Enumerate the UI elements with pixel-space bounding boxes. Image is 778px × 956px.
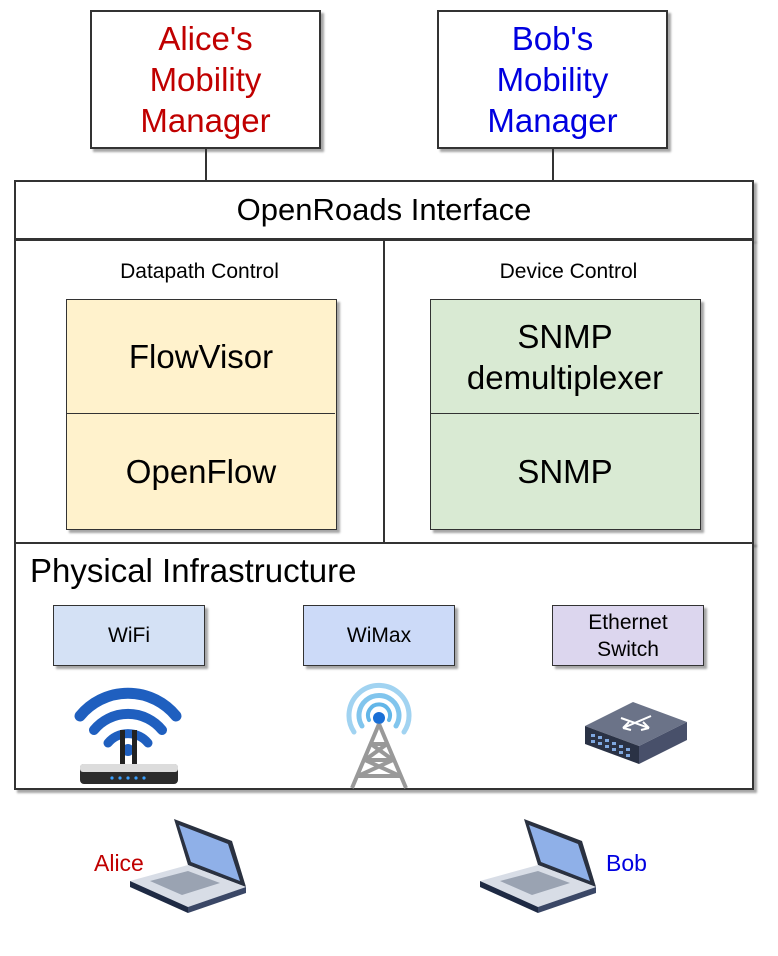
- bob-user-label: Bob: [606, 850, 647, 876]
- openroads-interface: OpenRoads Interface: [14, 180, 754, 240]
- wimax-label: WiMax: [346, 624, 412, 647]
- bob-mobility-manager: Bob's Mobility Manager: [437, 10, 668, 149]
- device-stack: SNMP demultiplexer SNMP: [430, 299, 701, 530]
- datapath-stack: FlowVisor OpenFlow: [66, 299, 337, 530]
- device-control-header: Device Control: [499, 260, 638, 283]
- wimax-box: WiMax: [303, 605, 455, 666]
- bob-manager-connector: [552, 149, 554, 181]
- snmp-demultiplexer-block: SNMP demultiplexer: [431, 300, 699, 414]
- flowvisor-label: FlowVisor: [128, 338, 274, 375]
- wifi-router-icon: [74, 687, 182, 784]
- flowvisor-block: FlowVisor: [67, 300, 335, 414]
- alice-manager-label: Alice's Mobility Manager: [140, 20, 271, 139]
- snmp-demultiplexer-label: SNMP demultiplexer: [466, 317, 664, 396]
- alice-laptop-icon: [130, 819, 246, 913]
- ethernet-switch-label: Ethernet Switch: [588, 610, 668, 661]
- openflow-label: OpenFlow: [125, 452, 277, 490]
- alice-mobility-manager: Alice's Mobility Manager: [90, 10, 321, 149]
- alice-user-label: Alice: [94, 850, 144, 876]
- physical-infrastructure-title: Physical Infrastructure: [30, 552, 357, 589]
- openflow-block: OpenFlow: [67, 414, 335, 528]
- ethernet-switch-icon: [585, 702, 687, 764]
- alice-manager-connector: [205, 149, 207, 181]
- wimax-tower-icon: [346, 682, 412, 789]
- snmp-label: SNMP: [517, 452, 613, 490]
- openroads-interface-label: OpenRoads Interface: [236, 192, 532, 227]
- bob-laptop-icon: [480, 819, 596, 913]
- control-divider: [383, 240, 385, 543]
- datapath-control-header: Datapath Control: [120, 260, 279, 283]
- ethernet-switch-box: Ethernet Switch: [552, 605, 704, 666]
- wifi-label: WiFi: [108, 624, 150, 647]
- bob-manager-label: Bob's Mobility Manager: [487, 20, 618, 139]
- snmp-block: SNMP: [431, 414, 699, 528]
- wifi-box: WiFi: [53, 605, 205, 666]
